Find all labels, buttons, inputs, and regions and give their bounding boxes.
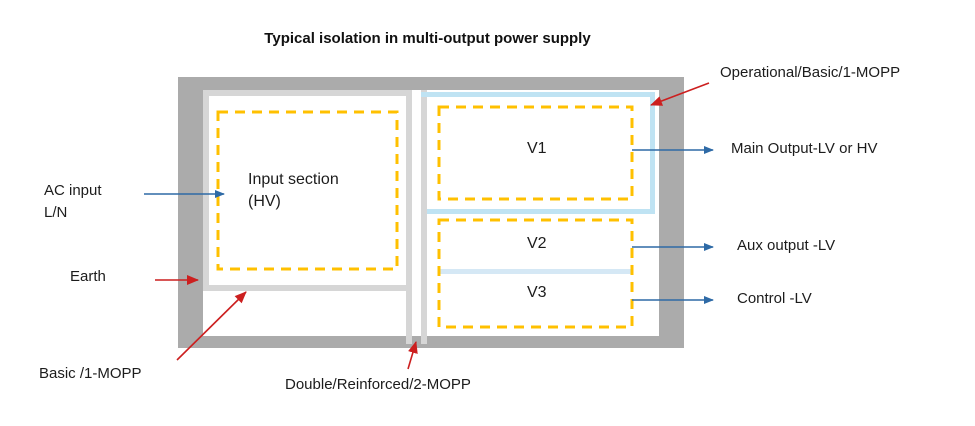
input-section-box [216, 110, 399, 271]
v1-label: V1 [527, 140, 547, 157]
input-section-line2: (HV) [248, 193, 281, 210]
main-output-label: Main Output-LV or HV [731, 140, 878, 157]
operational-callout-label: Operational/Basic/1-MOPP [720, 64, 901, 81]
input-section-line1: Input section [248, 171, 339, 188]
double-insulation-wall [406, 90, 427, 344]
diagram-title: Typical isolation in multi-output power … [0, 30, 975, 47]
operational-insulation-v1 [421, 92, 655, 214]
ac-input-label: AC input L/N [44, 180, 102, 224]
v3-label: V3 [527, 284, 547, 301]
diagram-title-text: Typical isolation in multi-output power … [264, 30, 591, 47]
enclosure-frame [178, 77, 684, 348]
basic-insulation-wall [203, 90, 412, 291]
v2-label: V2 [527, 235, 547, 252]
aux-output-label: Aux output -LV [737, 237, 836, 254]
earth-label: Earth [70, 268, 106, 285]
basic-callout-arrow [176, 291, 247, 361]
basic-callout-label: Basic /1-MOPP [39, 365, 142, 382]
ac-input-line2: L/N [44, 204, 68, 221]
double-callout-label: Double/Reinforced/2-MOPP [285, 376, 471, 393]
ac-input-line1: AC input [44, 182, 102, 199]
control-output-label: Control -LV [737, 290, 812, 307]
double-callout-arrow [407, 341, 418, 370]
v2-v3-box [437, 218, 634, 329]
v1-box [437, 105, 634, 201]
input-section-label: Input section (HV) [248, 169, 339, 213]
operational-callout-arrow [650, 82, 710, 106]
operational-insulation-v2-v3 [439, 269, 632, 274]
